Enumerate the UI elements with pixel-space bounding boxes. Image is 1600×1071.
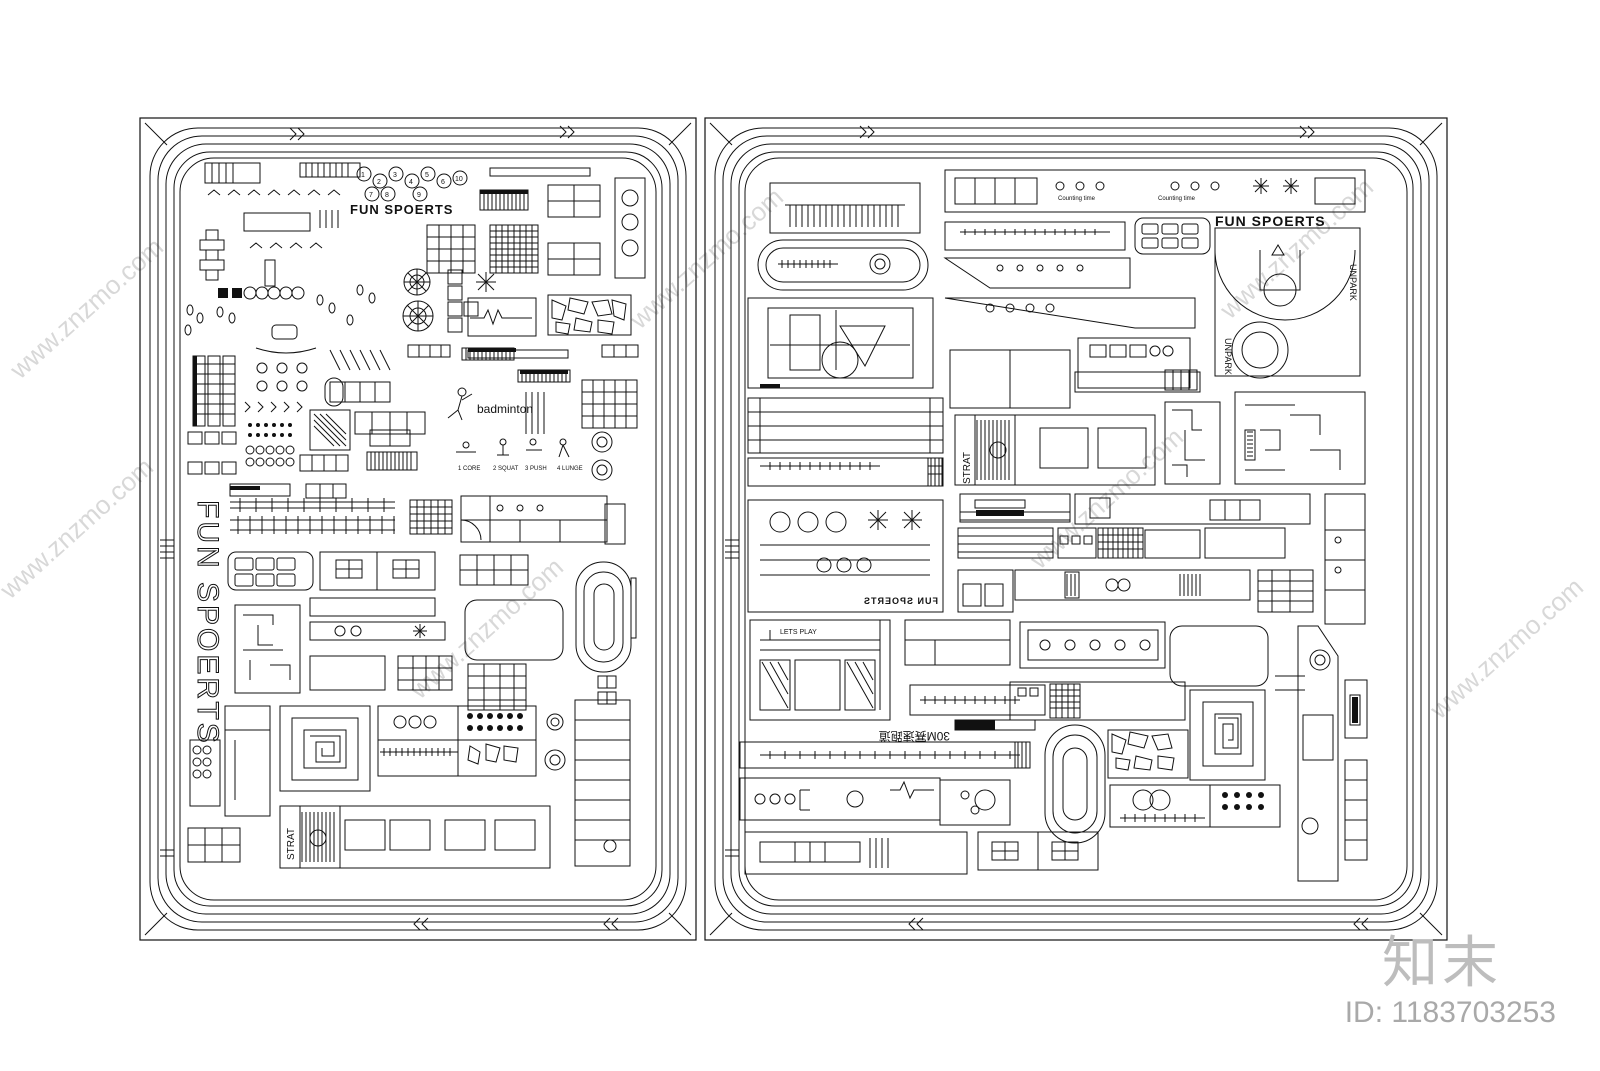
left-sheet-content bbox=[184, 162, 646, 869]
left-strat-label: STRAT bbox=[286, 828, 297, 860]
lets-play-label: LETS PLAY bbox=[780, 629, 817, 636]
number-circle-label: 5 bbox=[425, 172, 429, 179]
number-circle-label: 7 bbox=[369, 192, 373, 199]
left-heading: FUN SPOERTS bbox=[350, 202, 453, 217]
filled-accents bbox=[193, 190, 1358, 730]
brand-watermark: 知末 bbox=[1382, 931, 1502, 996]
number-circle-label: 8 bbox=[385, 192, 389, 199]
number-circle-label: 1 bbox=[361, 172, 365, 179]
right-heading: FUN SPOERTS bbox=[1215, 213, 1326, 229]
exercise-label: 2 SQUAT bbox=[493, 466, 519, 472]
badminton-label: badminton bbox=[477, 402, 533, 416]
exercise-label: 4 LUNGE bbox=[557, 466, 583, 472]
watermark-text: www.znzmo.com bbox=[623, 182, 789, 335]
watermark-text: www.znzmo.com bbox=[3, 232, 169, 385]
number-circle-label: 4 bbox=[409, 179, 413, 186]
race-track-label: 30M赛速跑道 bbox=[879, 729, 950, 744]
right-strat-label: STRAT bbox=[962, 452, 973, 484]
left-sheet-frame bbox=[139, 117, 697, 941]
exercise-label: 1 CORE bbox=[458, 466, 480, 472]
number-circle-label: 3 bbox=[393, 172, 397, 179]
counting-time-label: Counting time bbox=[1158, 196, 1196, 202]
right-mirrored-heading: FUN SPOERTS bbox=[863, 596, 938, 606]
right-sheet-frame bbox=[704, 117, 1448, 941]
watermark-text: www.znzmo.com bbox=[0, 452, 159, 605]
exercise-label: 3 PUSH bbox=[525, 466, 547, 472]
watermark-layer: www.znzmo.com www.znzmo.com www.znzmo.co… bbox=[0, 172, 1589, 725]
watermark-text: www.znzmo.com bbox=[403, 552, 569, 705]
unpark-label: UNPARK bbox=[1223, 338, 1233, 375]
image-id-text: ID: 1183703253 bbox=[1344, 996, 1556, 1029]
number-circle-label: 10 bbox=[455, 176, 463, 183]
right-sheet-content bbox=[739, 169, 1368, 882]
watermark-text: www.znzmo.com bbox=[1423, 572, 1589, 725]
left-vertical-title: FUN SPOERTS bbox=[191, 500, 224, 746]
counting-time-label: Counting time bbox=[1058, 196, 1096, 202]
number-circle-label: 9 bbox=[417, 192, 421, 199]
number-circle-label: 2 bbox=[377, 179, 381, 186]
unpark-label: UNPARK bbox=[1348, 264, 1358, 301]
number-circle-label: 6 bbox=[441, 179, 445, 186]
